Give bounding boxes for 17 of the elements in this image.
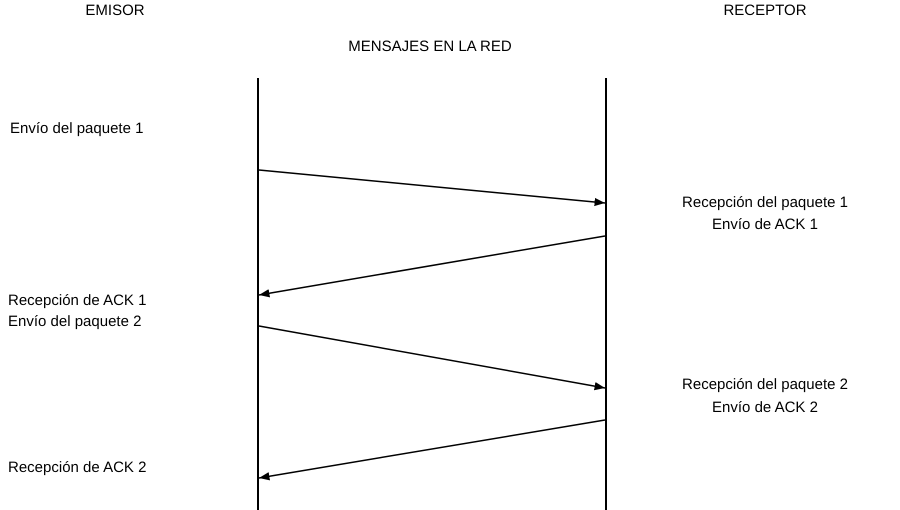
event-label: Recepción de ACK 1: [8, 292, 146, 310]
lifeline: [257, 78, 259, 510]
lifeline: [605, 78, 607, 510]
event-label: MENSAJES EN LA RED: [348, 38, 512, 56]
message-arrow: [258, 169, 606, 206]
event-label: Recepción de ACK 2: [8, 459, 146, 477]
event-label: Envío del paquete 1: [10, 120, 144, 138]
event-label: RECEPTOR: [723, 2, 807, 20]
event-label: Envío del paquete 2: [8, 313, 142, 331]
event-label: Recepción del paquete 2: [682, 376, 848, 394]
event-label: EMISOR: [85, 2, 145, 20]
event-label: Envío de ACK 2: [712, 399, 818, 417]
message-arrow: [258, 235, 606, 298]
message-arrow: [258, 325, 606, 390]
event-label: Envío de ACK 1: [712, 216, 818, 234]
event-label: Recepción del paquete 1: [682, 194, 848, 212]
message-arrow: [258, 419, 606, 480]
